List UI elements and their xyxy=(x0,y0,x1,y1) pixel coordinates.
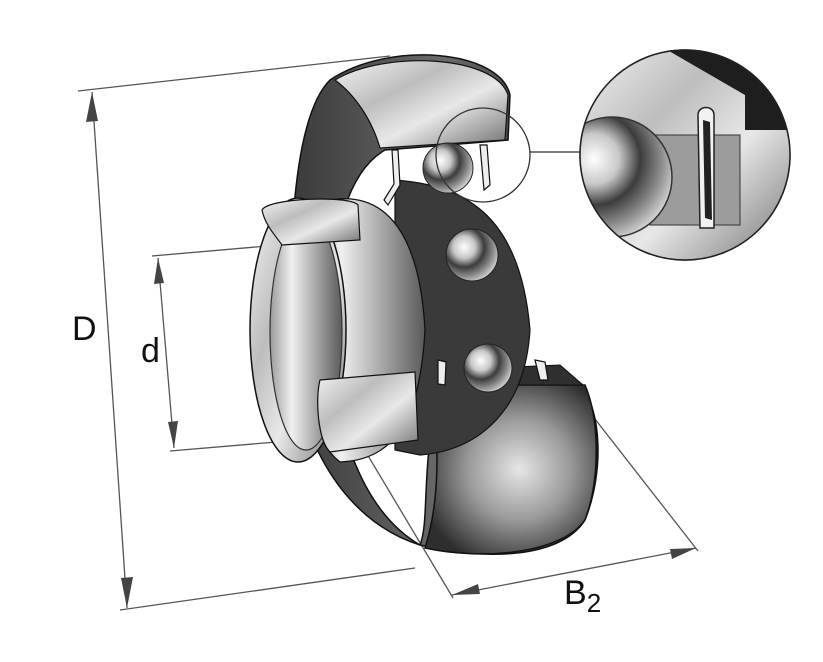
seal-lips xyxy=(383,144,549,386)
detail-source-circle xyxy=(435,107,531,203)
label-width-subscript: 2 xyxy=(586,588,602,618)
label-outer-diameter: D xyxy=(72,310,97,348)
label-width-main: B xyxy=(564,574,587,612)
balls xyxy=(422,142,513,393)
label-width: B2 xyxy=(564,574,601,616)
ball-bottom xyxy=(463,343,513,393)
ball-middle xyxy=(445,228,499,282)
inner-ring xyxy=(249,179,531,463)
detail-magnifier xyxy=(579,49,791,261)
dimension-arrowheads xyxy=(86,92,696,608)
label-bore-diameter: d xyxy=(141,332,160,370)
